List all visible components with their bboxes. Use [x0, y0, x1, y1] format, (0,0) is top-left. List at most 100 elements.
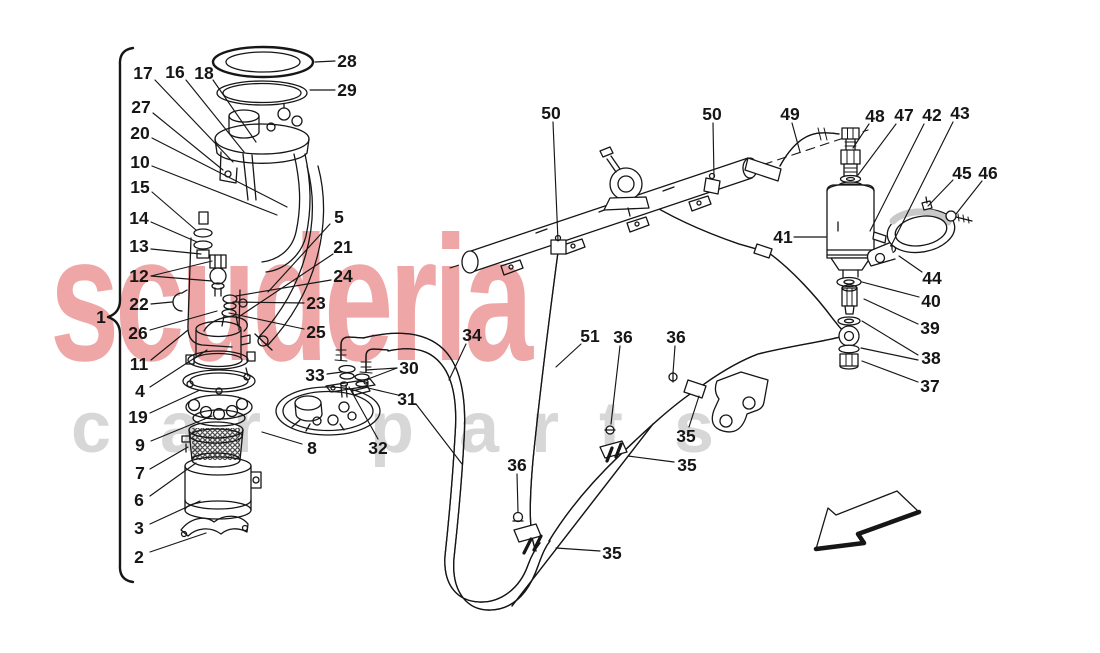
part-number-label: 20 [130, 123, 150, 143]
part-number-label: 44 [922, 268, 942, 288]
part-number-label: 9 [135, 435, 145, 455]
part-number-label: 3 [134, 518, 144, 538]
part-number-label: 7 [135, 463, 145, 483]
part-number-label: 51 [580, 326, 600, 346]
leader-line [552, 121, 559, 242]
part-number-label: 49 [780, 104, 800, 124]
part-number-label: 31 [397, 389, 417, 409]
brand-sub-letter: a [458, 388, 500, 468]
hose [529, 251, 559, 552]
part-number-label: 39 [920, 318, 940, 338]
part-number-label: 11 [130, 354, 149, 374]
leader-line [150, 275, 213, 282]
hose [340, 336, 365, 361]
pump-flange [214, 103, 311, 273]
part-number-label: 1 [96, 307, 106, 327]
part-number-label: 41 [773, 227, 793, 247]
leader-line [857, 123, 897, 176]
hose [365, 348, 389, 373]
part-number-label: 32 [368, 438, 388, 458]
hose [387, 348, 541, 603]
leader-line [228, 312, 305, 330]
leader-line [149, 532, 207, 553]
leader-line [955, 180, 983, 215]
part-number-label: 36 [613, 327, 633, 347]
leader-line [852, 123, 870, 149]
leader-line [516, 473, 519, 513]
part-number-label: 12 [129, 266, 149, 286]
components [106, 45, 973, 584]
leader-line [185, 79, 245, 153]
part-number-label: 5 [334, 207, 344, 227]
leader-line [326, 371, 343, 375]
leader-line [151, 165, 278, 216]
leader-line [236, 253, 334, 319]
flag-cell [907, 401, 969, 447]
part-number-label: 4 [135, 381, 145, 401]
leader-line [267, 223, 331, 293]
direction-arrow-icon [813, 490, 922, 552]
leader-line [869, 123, 925, 232]
part-number-label: 50 [702, 104, 722, 124]
leader-line [149, 500, 201, 525]
leader-line [150, 248, 202, 255]
part-number-label: 17 [133, 63, 152, 83]
part-number-label: 27 [131, 97, 150, 117]
leader-line [890, 121, 954, 247]
pump-support-arm [187, 165, 325, 351]
leader-line [154, 79, 234, 163]
part-number-label: 10 [130, 152, 150, 172]
pump-small-fittings [172, 211, 248, 327]
part-number-label: 25 [306, 322, 326, 342]
part-number-label: 46 [978, 163, 998, 183]
part-number-label: 43 [950, 103, 970, 123]
fuel-pump-body [180, 316, 262, 538]
leader-line [555, 343, 582, 368]
leader-line [688, 395, 700, 428]
part-number-label: 2 [134, 547, 144, 567]
leader-line [232, 301, 305, 304]
assembly-bracket [106, 46, 135, 584]
part-number-label: 23 [306, 293, 326, 313]
leader-line [150, 260, 213, 277]
part-number-label: 15 [130, 177, 150, 197]
leader-line [367, 367, 398, 380]
leader-line [415, 403, 463, 465]
tank-seal-rings [211, 45, 315, 106]
part-number-label: 35 [676, 426, 696, 446]
hose [362, 332, 551, 611]
leader-line [861, 360, 919, 383]
part-number-label: 8 [307, 438, 317, 458]
leader-line [151, 191, 197, 231]
flag-cell [749, 295, 811, 341]
leader-line [150, 221, 198, 243]
part-number-label: 35 [602, 543, 622, 563]
part-number-label: 37 [920, 376, 939, 396]
part-number-label: 19 [128, 407, 148, 427]
leader-line [712, 122, 715, 178]
flag-cell [813, 387, 875, 433]
pipe-clamps [512, 243, 773, 555]
leader-line [672, 345, 676, 374]
part-number-label: 29 [337, 80, 357, 100]
leader-line [861, 281, 920, 298]
leader-line [898, 255, 923, 273]
part-number-label: 36 [507, 455, 527, 475]
hose [779, 132, 840, 167]
leader-line [860, 347, 919, 361]
part-number-label: 47 [894, 105, 913, 125]
leader-line [365, 367, 398, 371]
part-number-label: 45 [952, 163, 972, 183]
hose [340, 336, 365, 361]
leader-line [348, 386, 379, 440]
flag-cell [967, 245, 1029, 291]
part-number-label: 50 [541, 103, 561, 123]
part-number-label: 38 [921, 348, 941, 368]
part-number-label: 30 [399, 358, 419, 378]
part-number-label: 21 [333, 237, 353, 257]
leader-line [150, 329, 189, 361]
leader-line [149, 310, 218, 331]
part-number-label: 24 [333, 266, 353, 286]
